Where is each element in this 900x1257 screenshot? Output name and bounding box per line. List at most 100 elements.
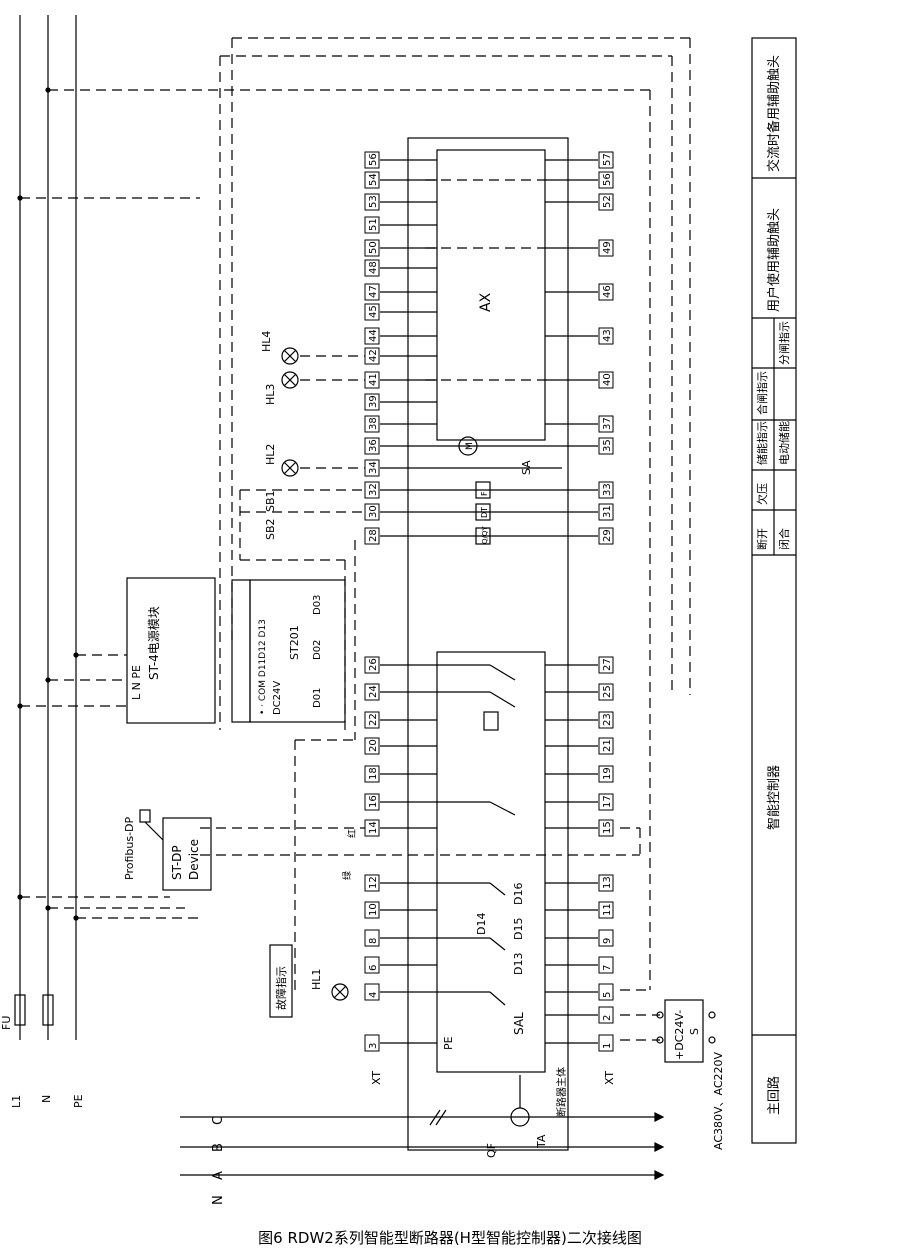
terminal-box <box>598 1034 614 1052</box>
hl2-lamp <box>281 459 299 477</box>
terminal-number: 25 <box>602 685 613 698</box>
st201-label: ST201 <box>288 625 301 660</box>
terminal-box <box>598 151 614 169</box>
terminal-number: 54 <box>368 173 379 186</box>
terminal-number: 41 <box>368 373 379 386</box>
table-close-indicator: 合闸指示 <box>755 371 769 415</box>
terminal-number: 53 <box>368 195 379 208</box>
terminal-box <box>598 874 614 892</box>
terminal-box <box>598 656 614 674</box>
pe-inner-label: PE <box>442 1036 455 1050</box>
terminal-box <box>364 737 380 755</box>
terminal-number: 20 <box>368 739 379 752</box>
hl1-label: HL1 <box>310 969 323 990</box>
terminal-box <box>598 683 614 701</box>
terminal-number: 23 <box>602 713 613 726</box>
terminal-box <box>598 527 614 545</box>
qqy-label: Q/QY <box>481 526 489 544</box>
terminal-box <box>598 819 614 837</box>
terminal-number: 49 <box>602 241 613 254</box>
terminal-number: 24 <box>368 685 379 698</box>
table-motor-storage: 电动储能 <box>777 421 791 465</box>
table-user-aux: 用户使用辅助触头 <box>766 208 782 312</box>
terminal-number: 45 <box>368 305 379 318</box>
terminal-number: 31 <box>602 505 613 518</box>
terminal-number: 11 <box>602 903 613 916</box>
terminal-number: 2 <box>602 1015 613 1021</box>
sal-label: SAL <box>512 1012 526 1035</box>
terminal-box <box>364 239 380 257</box>
terminal-box <box>364 459 380 477</box>
terminal-box <box>364 874 380 892</box>
st201-d01-label: D01 <box>312 688 323 708</box>
ax-label: AX <box>478 292 494 312</box>
function-table <box>751 37 797 1144</box>
d16-label: D16 <box>512 883 525 905</box>
bottom-terminal-boxes: 1257911131517192123252729313335374043464… <box>598 151 614 1052</box>
hl4-label: HL4 <box>260 331 273 352</box>
terminal-box <box>364 983 380 1001</box>
phase-b-label: B <box>211 1143 226 1152</box>
terminal-number: 18 <box>368 767 379 780</box>
terminal-box <box>364 303 380 321</box>
xt-top-label: XT <box>370 1071 383 1085</box>
table-close: 闭合 <box>777 528 791 550</box>
terminal-box <box>364 327 380 345</box>
fu-label: FU <box>0 1016 13 1030</box>
terminal-box <box>598 929 614 947</box>
terminal-number: 51 <box>368 218 379 231</box>
terminal-number: 52 <box>602 195 613 208</box>
terminal-box <box>364 527 380 545</box>
terminal-box <box>598 983 614 1001</box>
hl3-label: HL3 <box>264 384 277 405</box>
figure-caption: 图6 RDW2系列智能型断路器(H型智能控制器)二次接线图 <box>258 1229 642 1247</box>
st201-d02-label: D02 <box>312 640 323 660</box>
terminal-number: 4 <box>368 992 379 998</box>
terminal-box <box>364 711 380 729</box>
terminal-number: 43 <box>602 329 613 342</box>
terminal-box <box>598 737 614 755</box>
f-label: F <box>480 491 489 496</box>
terminal-box <box>598 503 614 521</box>
terminal-box <box>364 347 380 365</box>
terminal-box <box>364 437 380 455</box>
terminal-number: 5 <box>602 992 613 998</box>
dc24v-supply <box>664 999 704 1063</box>
terminal-number: 14 <box>368 821 379 834</box>
dt-label: DT <box>480 507 489 518</box>
st4-lnpe-label: L N PE <box>130 665 143 700</box>
bottom-terminal-wires <box>545 159 598 1044</box>
hl4-lamp <box>281 347 299 365</box>
terminal-number: 16 <box>368 795 379 808</box>
terminal-number: 56 <box>368 153 379 166</box>
ac-label: AC380V、AC220V <box>712 1051 725 1150</box>
dc24-s-label: S <box>688 1028 701 1035</box>
phase-n-label: N <box>211 1195 226 1205</box>
terminal-number: 28 <box>368 529 379 542</box>
d13-label: D13 <box>512 953 525 975</box>
terminal-number: 47 <box>368 285 379 298</box>
breaker-frame <box>407 137 569 1151</box>
terminal-number: 8 <box>368 938 379 944</box>
st4-label: ST-4电源模块 <box>147 606 161 680</box>
terminal-box <box>364 393 380 411</box>
terminal-number: 44 <box>368 329 379 342</box>
l1-label: L1 <box>10 1095 23 1108</box>
hl3-lamp <box>281 371 299 389</box>
terminal-number: 57 <box>602 153 613 166</box>
terminal-box <box>364 656 380 674</box>
terminal-number: 40 <box>602 373 613 386</box>
terminal-number: 27 <box>602 658 613 671</box>
terminal-box <box>598 956 614 974</box>
terminal-number: 9 <box>602 938 613 944</box>
pe-label: PE <box>72 1094 85 1108</box>
st201-d03-label: D03 <box>312 595 323 615</box>
terminal-box <box>364 371 380 389</box>
fuse-fu <box>14 994 26 1026</box>
terminal-number: 56 <box>602 173 613 186</box>
d14-label: D14 <box>475 913 488 935</box>
hl1-lamp <box>331 983 349 1001</box>
terminal-box <box>598 793 614 811</box>
undervoltage-coil <box>483 711 499 731</box>
st4-module <box>126 577 216 724</box>
